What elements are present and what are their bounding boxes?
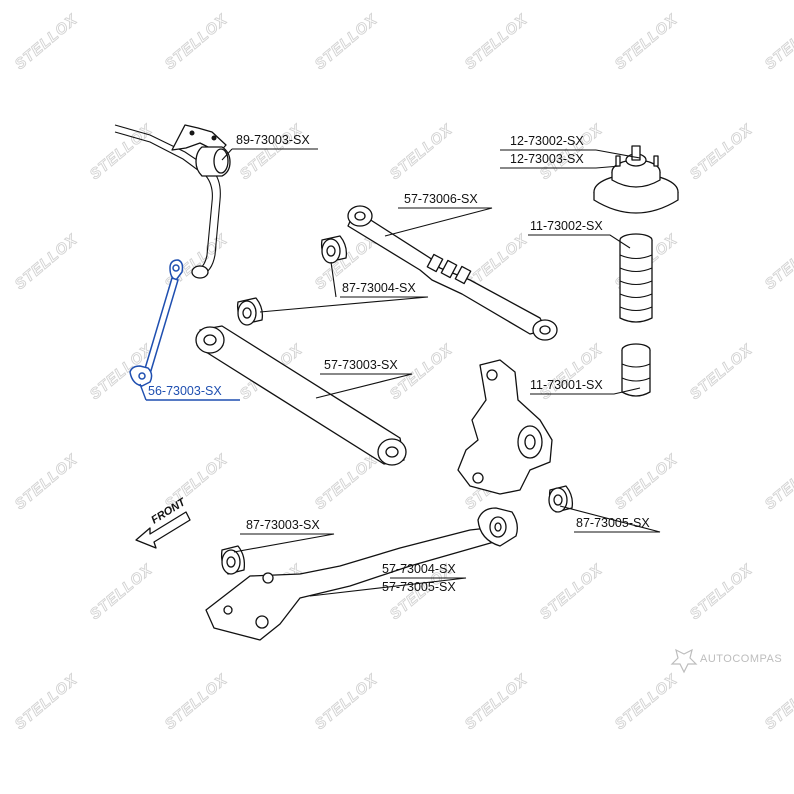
watermark-text: STELLOX [762,11,794,73]
watermark-text: STELLOX [687,121,756,183]
watermark-text: STELLOX [687,561,756,623]
watermark-text: STELLOX [612,671,681,733]
watermark-text: STELLOX [762,231,794,293]
label-upper-arm[interactable]: 57-73006-SX [404,192,478,206]
front-direction-arrow [135,511,191,549]
watermark-text: STELLOX [12,231,81,293]
watermark-text: STELLOX [162,671,231,733]
watermark-text: STELLOX [387,121,456,183]
label-bump-stop[interactable]: 11-73001-SX [530,378,603,392]
arm-bush-upper-a[interactable] [320,235,348,264]
label-stabilizer-link[interactable]: 56-73003-SX [148,384,222,398]
watermark-text: STELLOX [612,11,681,73]
watermark-text: STELLOX [312,451,381,513]
watermark-text: STELLOX [162,11,231,73]
trailing-arm[interactable] [205,507,518,641]
label-trailing-arm-1[interactable]: 57-73004-SX [382,562,456,576]
label-knuckle-bush[interactable]: 87-73005-SX [576,516,650,530]
watermark-text: STELLOX [237,121,306,183]
knuckle-bush[interactable] [548,485,574,513]
label-trailing-arm-bush[interactable]: 87-73003-SX [246,518,320,532]
steering-knuckle[interactable] [457,359,553,495]
watermark-text: STELLOX [312,11,381,73]
watermark-text: STELLOX [687,341,756,403]
watermark-text: STELLOX [387,341,456,403]
dust-boot[interactable] [619,233,653,323]
label-stabilizer-bush[interactable]: 89-73003-SX [236,133,310,147]
watermark-text: STELLOX [462,11,531,73]
watermark-text: STELLOX [312,671,381,733]
brand-name: AUTOCOMPAS [700,653,782,665]
brand-logo: AUTOCOMPAS [670,648,782,674]
watermark-text: STELLOX [462,671,531,733]
label-strut-mount-2[interactable]: 12-73003-SX [510,152,584,166]
label-lower-arm[interactable]: 57-73003-SX [324,358,398,372]
bump-stop[interactable] [621,343,651,397]
arm-bush-upper-b[interactable] [236,297,264,326]
watermark-text: STELLOX [87,121,156,183]
label-trailing-arm-2[interactable]: 57-73005-SX [382,580,456,594]
stabilizer-link[interactable] [129,259,184,387]
watermark-text: STELLOX [537,561,606,623]
brand-logo-icon [670,648,698,674]
watermark-text: STELLOX [612,451,681,513]
watermark-text: STELLOX [762,451,794,513]
leader-lines [139,148,661,597]
watermark-text: STELLOX [12,451,81,513]
label-strut-mount-1[interactable]: 12-73002-SX [510,134,584,148]
watermark-text: STELLOX [762,671,794,733]
upper-control-arm[interactable] [347,205,558,341]
watermark-text: STELLOX [12,11,81,73]
label-dust-boot[interactable]: 11-73002-SX [530,219,603,233]
watermark-text: STELLOX [87,561,156,623]
watermark-text: STELLOX [12,671,81,733]
lower-control-arm[interactable] [195,325,407,466]
stabilizer-bush[interactable] [171,124,231,177]
strut-mount[interactable] [593,145,679,214]
label-arm-bush-upper[interactable]: 87-73004-SX [342,281,416,295]
